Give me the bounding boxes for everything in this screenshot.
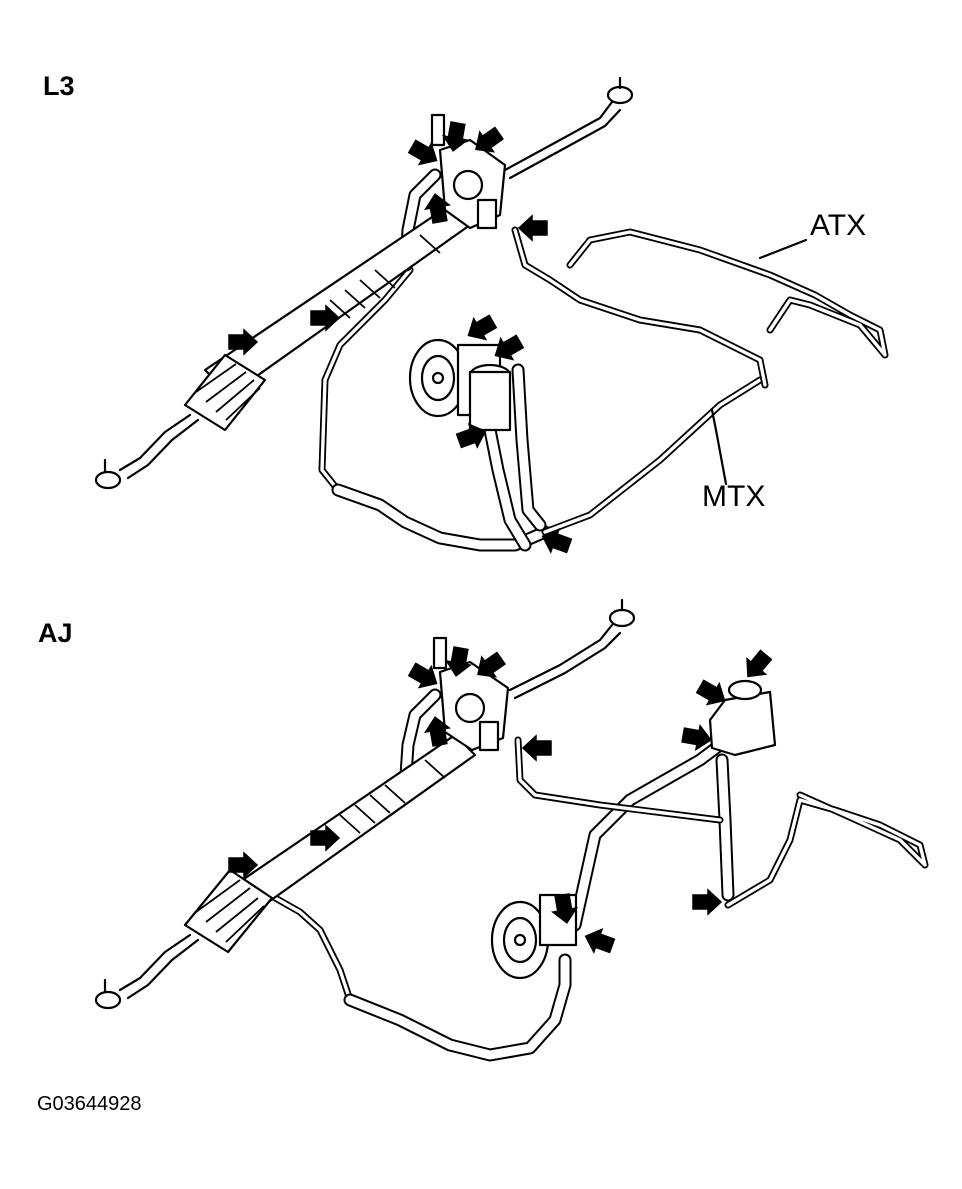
figure-id: G03644928 <box>37 1093 142 1115</box>
l3-assembly <box>94 76 889 558</box>
section-label-l3: L3 <box>43 71 75 101</box>
callout-atx: ATX <box>810 209 867 242</box>
callout-mtx: MTX <box>702 480 766 513</box>
section-label-aj: AJ <box>38 618 73 648</box>
aj-assembly <box>94 598 929 1062</box>
